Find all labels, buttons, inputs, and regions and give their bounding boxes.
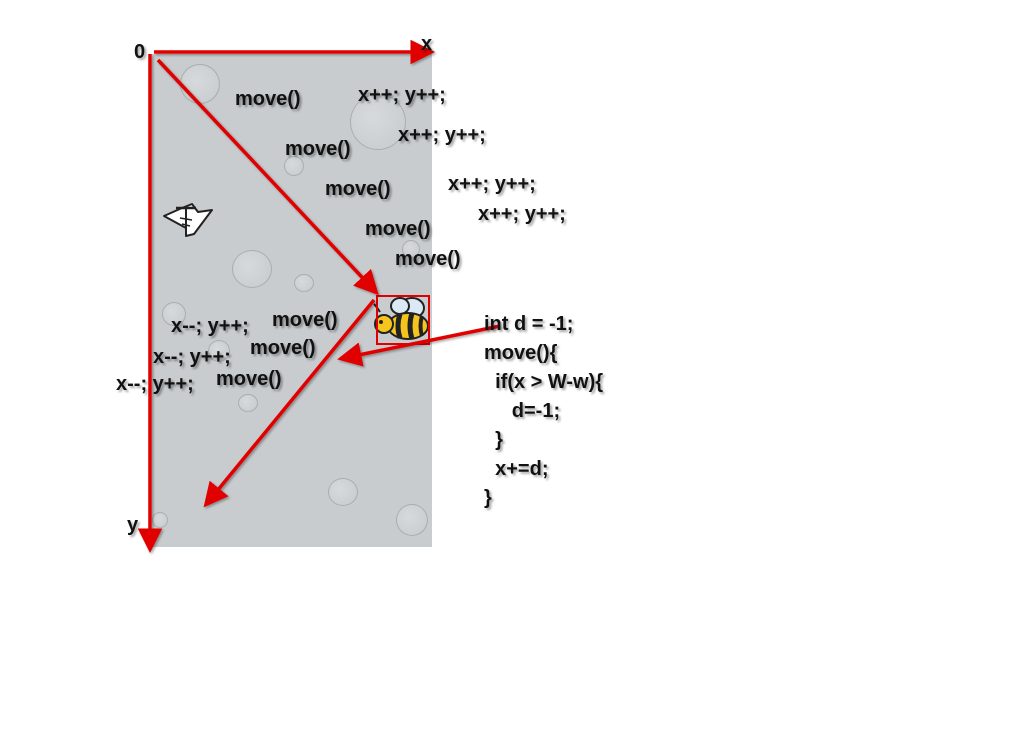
- rock-decoration: [162, 302, 186, 326]
- step-label: x--; y++;: [171, 315, 249, 337]
- move-label: move(): [216, 368, 282, 390]
- rock-decoration: [328, 478, 358, 506]
- rock-decoration: [180, 64, 220, 104]
- rock-decoration: [238, 394, 258, 412]
- rock-decoration: [284, 156, 304, 176]
- rock-decoration: [396, 504, 428, 536]
- rock-decoration: [232, 250, 272, 288]
- x-axis-label: x: [421, 33, 433, 55]
- move-label: move(): [285, 138, 351, 160]
- rock-decoration: [152, 512, 168, 528]
- origin-label: 0: [134, 41, 146, 63]
- code-pointer-arrow: [337, 324, 501, 367]
- code-line: move(){: [484, 342, 558, 364]
- y-axis-label: y: [127, 514, 139, 536]
- step-label: x++; y++;: [448, 173, 536, 195]
- step-label: x++; y++;: [358, 84, 446, 106]
- rock-decoration: [208, 340, 230, 362]
- game-field: [152, 54, 432, 547]
- diagonal-left-arrow: [203, 298, 376, 508]
- move-label: move(): [395, 248, 461, 270]
- move-label: move(): [235, 88, 301, 110]
- move-label: move(): [272, 309, 338, 331]
- bee-highlight-box: [376, 295, 430, 345]
- rock-decoration: [350, 94, 406, 150]
- code-line: d=-1;: [484, 400, 561, 422]
- code-line: if(x > W-w){: [484, 371, 604, 393]
- step-label: x++; y++;: [478, 203, 566, 225]
- diagonal-right-arrow: [156, 58, 379, 296]
- code-line: }: [484, 429, 503, 451]
- spaceship-icon: [163, 203, 213, 237]
- move-label: move(): [325, 178, 391, 200]
- rock-decoration: [294, 274, 314, 292]
- step-label: x--; y++;: [116, 373, 194, 395]
- code-line: int d = -1;: [484, 313, 574, 335]
- code-line: }: [484, 487, 492, 509]
- step-label: x++; y++;: [398, 124, 486, 146]
- move-label: move(): [250, 337, 316, 359]
- code-line: x+=d;: [484, 458, 549, 480]
- move-label: move(): [365, 218, 431, 240]
- rock-decoration: [402, 240, 420, 258]
- step-label: x--; y++;: [153, 346, 231, 368]
